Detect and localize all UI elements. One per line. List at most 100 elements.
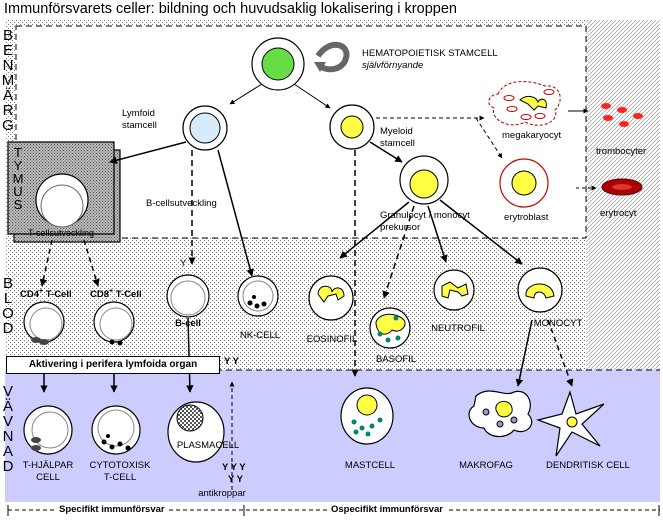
stem-cell-nucleus <box>261 47 295 81</box>
cytotoxic-label: CYTOTOXISK <box>89 460 151 471</box>
erythroblast-label: erytroblast <box>504 212 549 223</box>
self-renewal-arrowhead <box>314 62 326 72</box>
cd4-marker <box>31 445 41 451</box>
basophil-label: BASOFIL <box>375 354 417 365</box>
platelet-granule <box>520 114 532 120</box>
cytotoxic-granules <box>101 434 131 451</box>
arrow-to-basophil <box>382 205 415 299</box>
nk-granules <box>247 295 267 309</box>
erythrocyte-center <box>612 184 632 190</box>
precursor-label: Granulocyt / monocyt <box>380 210 470 221</box>
megakaryocyte-nucleus <box>519 95 547 111</box>
cd4-marker <box>31 337 41 343</box>
arrow-to-lymphoid <box>229 83 263 105</box>
platelet-granule <box>503 95 515 101</box>
cd8-t-cell-nucleus <box>99 307 133 341</box>
stem-cell-label: HEMATOPOIETISK STAMCELL <box>362 48 498 59</box>
macrophage-vacuole <box>482 408 490 416</box>
b-cell-nucleus <box>170 280 206 316</box>
myeloid-label: Myeloid <box>380 126 413 137</box>
lymphoid-label-2: stamcell <box>122 120 157 131</box>
cd8-granule <box>117 340 123 346</box>
arrow-to-cd4 <box>39 239 53 287</box>
mast-cell-granules <box>351 417 383 437</box>
specific-immunity-label: Specifikt immunförsvar <box>56 504 168 515</box>
page-title: Immunförsvarets celler: bildning och huv… <box>4 1 457 17</box>
b-cell-receptor-y: Y <box>180 258 187 269</box>
t-helper-nucleus <box>31 411 69 449</box>
b-development-label: B-cellsutveckling <box>146 198 217 209</box>
precursor-label-2: prekursor <box>380 222 421 233</box>
antibody-ys-1: Y Y Y <box>222 462 246 473</box>
arrow-to-neutrophil <box>427 205 448 263</box>
macrophage-vacuole <box>510 416 518 424</box>
nk-cell-label: NK-CELL <box>239 330 281 341</box>
antibody-y-pair: Y Y <box>224 356 239 367</box>
antibody-ys-2: Y Y <box>228 474 243 485</box>
t-development-label: T-cellsutveckling <box>28 228 95 238</box>
basophil-granules <box>377 315 401 343</box>
thymus-cell-nucleus <box>40 184 84 228</box>
arrow-to-dendritic <box>547 319 574 387</box>
cd8-label: CD8+ T-Cell <box>90 288 142 301</box>
macrophage-label: MAKROFAG <box>459 460 513 471</box>
megakaryocyte-label: megakaryocyt <box>502 130 562 141</box>
macrophage-vacuole <box>496 420 504 428</box>
antibodies-label: antikroppar <box>198 488 246 499</box>
arrow-to-cd8 <box>83 239 100 287</box>
arrow-to-thymus <box>109 141 187 164</box>
arrow-to-plasmacell <box>186 317 194 393</box>
platelets-label: trombocyter <box>596 146 647 157</box>
arrow-to-granulocyte-precursor <box>369 141 403 163</box>
mast-cell <box>340 387 394 445</box>
platelet-granule <box>506 106 518 112</box>
cd4-label: CD4+ T-Cell <box>20 288 72 301</box>
cd4-marker <box>39 339 49 345</box>
arrow-to-nk-cell <box>217 149 254 277</box>
dendritic-label: DENDRITISK CELL <box>546 460 630 471</box>
neutrophil-nucleus <box>441 281 469 299</box>
t-helper-label: T-HJÄLPAR <box>22 460 74 471</box>
macrophage-nucleus <box>495 401 513 418</box>
self-renewal-arrow <box>315 42 350 73</box>
arrow-to-monocyte <box>439 199 523 265</box>
cd4-t-cell-nucleus <box>29 307 63 341</box>
mastcell-label: MASTCELL <box>344 460 396 471</box>
arrow-to-erythroblast <box>475 117 503 159</box>
eosinophil-label: EOSINOFIL <box>306 334 358 345</box>
arrow-to-myeloid <box>293 83 331 109</box>
cd8-granule <box>109 339 115 345</box>
b-cell-label: B-cell <box>175 318 201 329</box>
eosinophil <box>308 275 354 321</box>
myeloid-label-2: stamcell <box>380 138 415 149</box>
stem-cell-sublabel: självförnyande <box>362 60 424 71</box>
erythrocyte-label: erytrocyt <box>600 208 637 219</box>
cd4-marker <box>31 437 41 443</box>
platelet-granule <box>543 89 555 95</box>
mast-cell-nucleus <box>356 394 378 416</box>
myeloid-nucleus <box>340 115 364 139</box>
erythroblast-nucleus <box>511 170 537 196</box>
platelet-granule <box>534 113 546 119</box>
t-helper-label-2: CELL <box>36 472 60 483</box>
activation-label: Aktivering i perifera lymfoida organ <box>6 356 220 374</box>
cytotoxic-label-2: T-CELL <box>103 472 137 483</box>
unspecific-immunity-label: Ospecifikt immunförsvar <box>328 504 446 515</box>
arrow-to-macrophage <box>515 319 533 387</box>
neutrophil-label: NEUTROFIL <box>431 323 485 334</box>
plasma-cell-nucleus <box>176 404 204 432</box>
plasmacell-label: PLASMACELL <box>176 440 240 451</box>
dendritic-nucleus <box>566 416 578 428</box>
monocyte-nucleus <box>525 283 555 299</box>
megakaryocyte <box>488 81 561 126</box>
granulocyte-precursor-nucleus <box>409 169 439 199</box>
lymphoid-label: Lymfoid <box>122 108 155 119</box>
platelets <box>601 103 643 127</box>
eosinophil-nucleus <box>317 285 345 303</box>
monocyte-label: MONOCYT <box>533 318 583 329</box>
